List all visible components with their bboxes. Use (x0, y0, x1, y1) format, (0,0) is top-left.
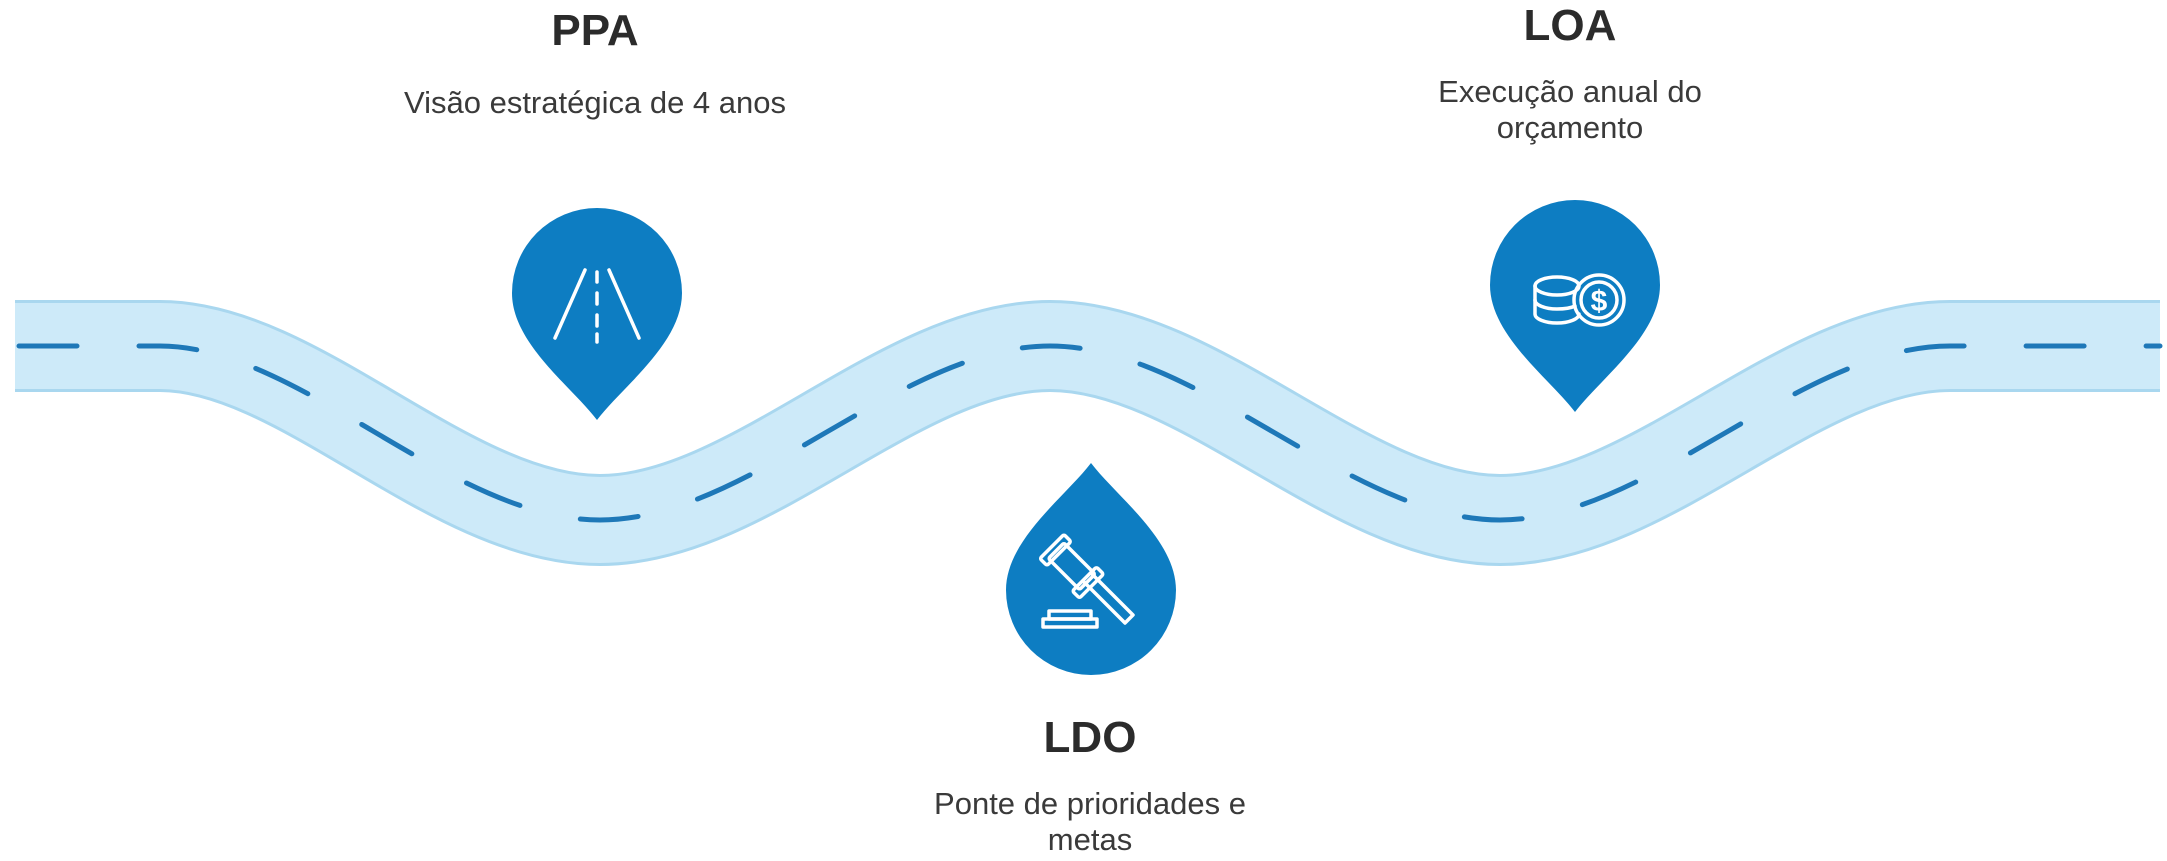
road-center-line (12, 343, 2163, 523)
milestone-title: PPA (551, 6, 639, 55)
milestone-ppa: PPA Visão estratégica de 4 anos (395, 5, 795, 121)
loa-pin: $ (1490, 200, 1660, 412)
milestone-ldo: LDO Ponte de prioridades e metas (890, 712, 1290, 858)
coins-dollar-icon: $ (1533, 273, 1626, 327)
milestone-description: Visão estratégica de 4 anos (403, 85, 787, 120)
milestone-title: LOA (1523, 1, 1617, 50)
milestone-description: Ponte de prioridades e metas (934, 786, 1246, 857)
ldo-pin (1006, 463, 1176, 675)
milestone-loa: LOA Execução anual do orçamento (1370, 0, 1770, 146)
ppa-pin (512, 208, 682, 420)
road-icon (553, 268, 641, 344)
road (12, 299, 2163, 567)
gavel-icon (1038, 533, 1135, 629)
milestone-description: Execução anual do orçamento (1438, 74, 1702, 145)
milestone-title: LDO (1043, 713, 1137, 762)
svg-text:$: $ (1591, 285, 1608, 318)
